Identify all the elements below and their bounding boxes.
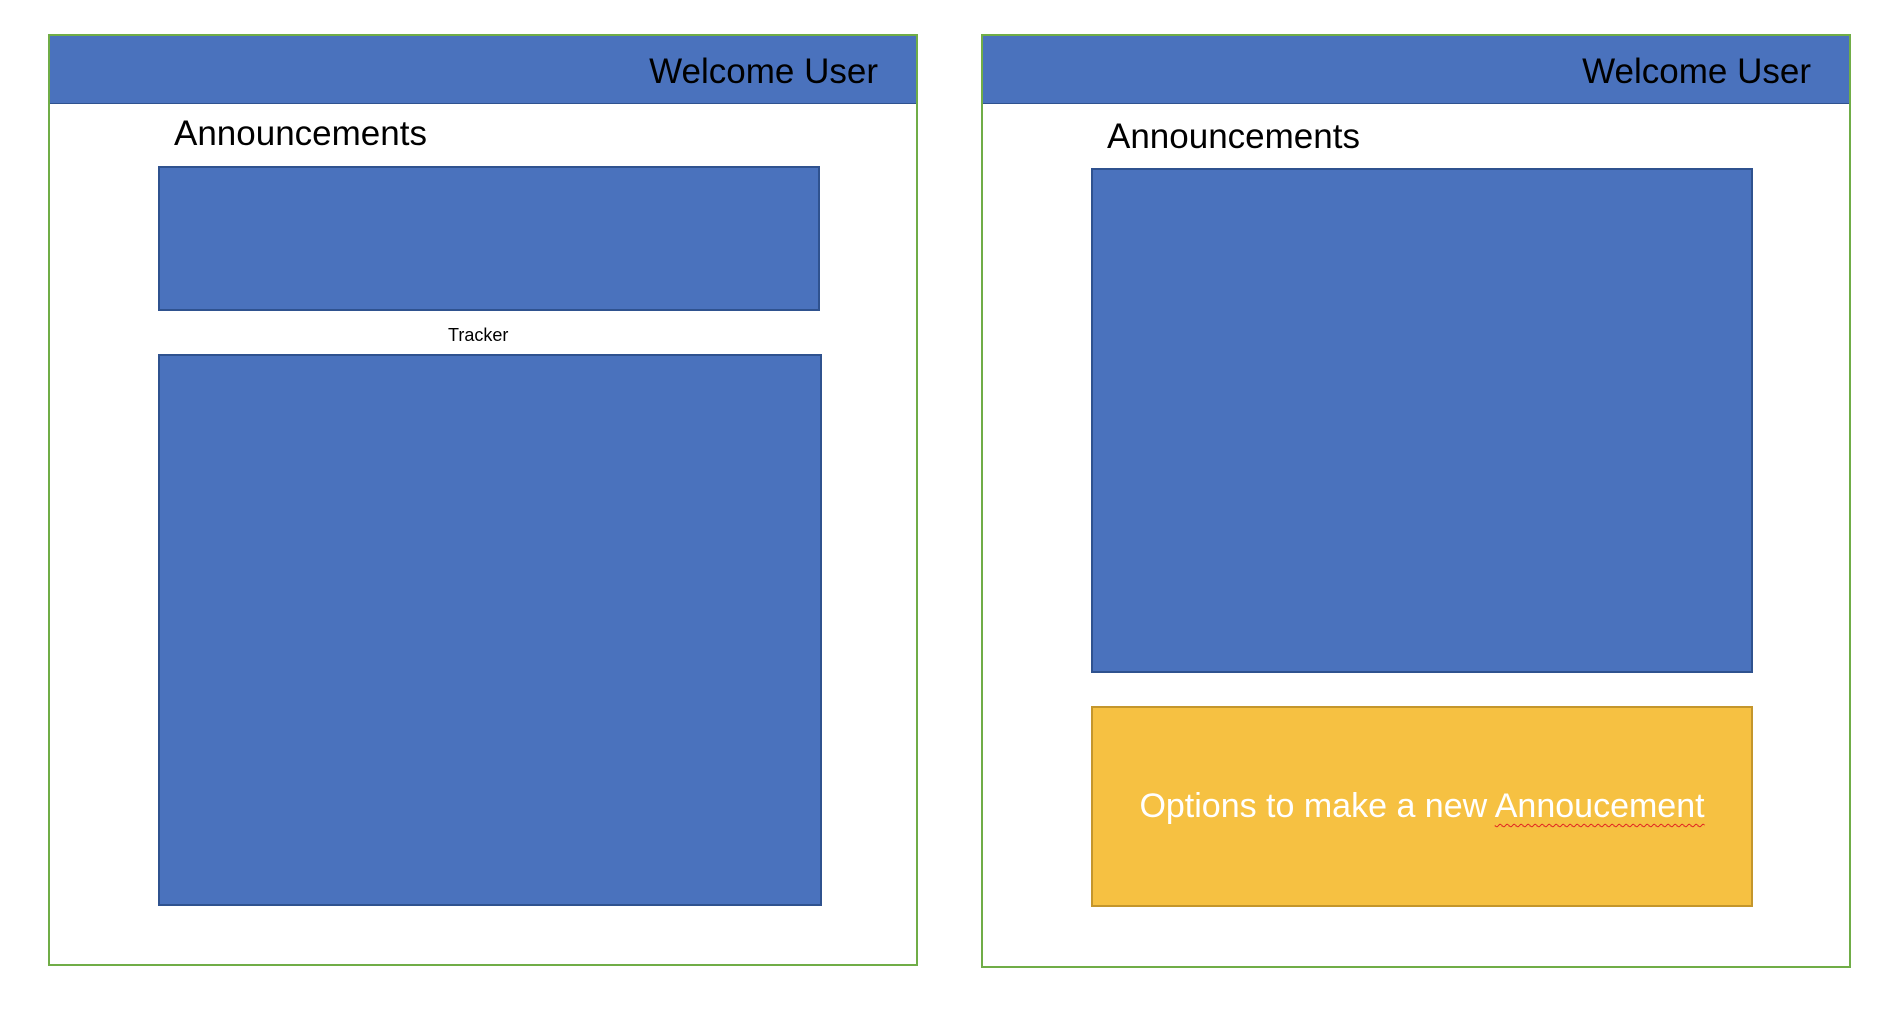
announcements-title: Announcements: [1107, 117, 1360, 156]
announcements-box: [1091, 168, 1753, 673]
options-text-prefix: Options to make a new: [1139, 787, 1495, 825]
misspelled-word: Annoucement: [1494, 787, 1705, 825]
new-announcement-options-box[interactable]: Options to make a new Annoucement: [1091, 706, 1753, 907]
tracker-label: Tracker: [448, 325, 509, 345]
panel-header: Welcome User: [50, 36, 916, 104]
new-announcement-options-text: Options to make a new Annoucement: [1139, 787, 1704, 826]
wireframe-panel-left: Welcome User Announcements Tracker: [48, 34, 918, 966]
announcements-box: [158, 166, 820, 311]
welcome-user-text: Welcome User: [1582, 52, 1811, 91]
announcements-title: Announcements: [174, 114, 427, 153]
panel-header: Welcome User: [983, 36, 1849, 104]
wireframe-panel-right: Welcome User Announcements Options to ma…: [981, 34, 1851, 968]
tracker-box: [158, 354, 822, 906]
welcome-user-text: Welcome User: [649, 52, 878, 91]
